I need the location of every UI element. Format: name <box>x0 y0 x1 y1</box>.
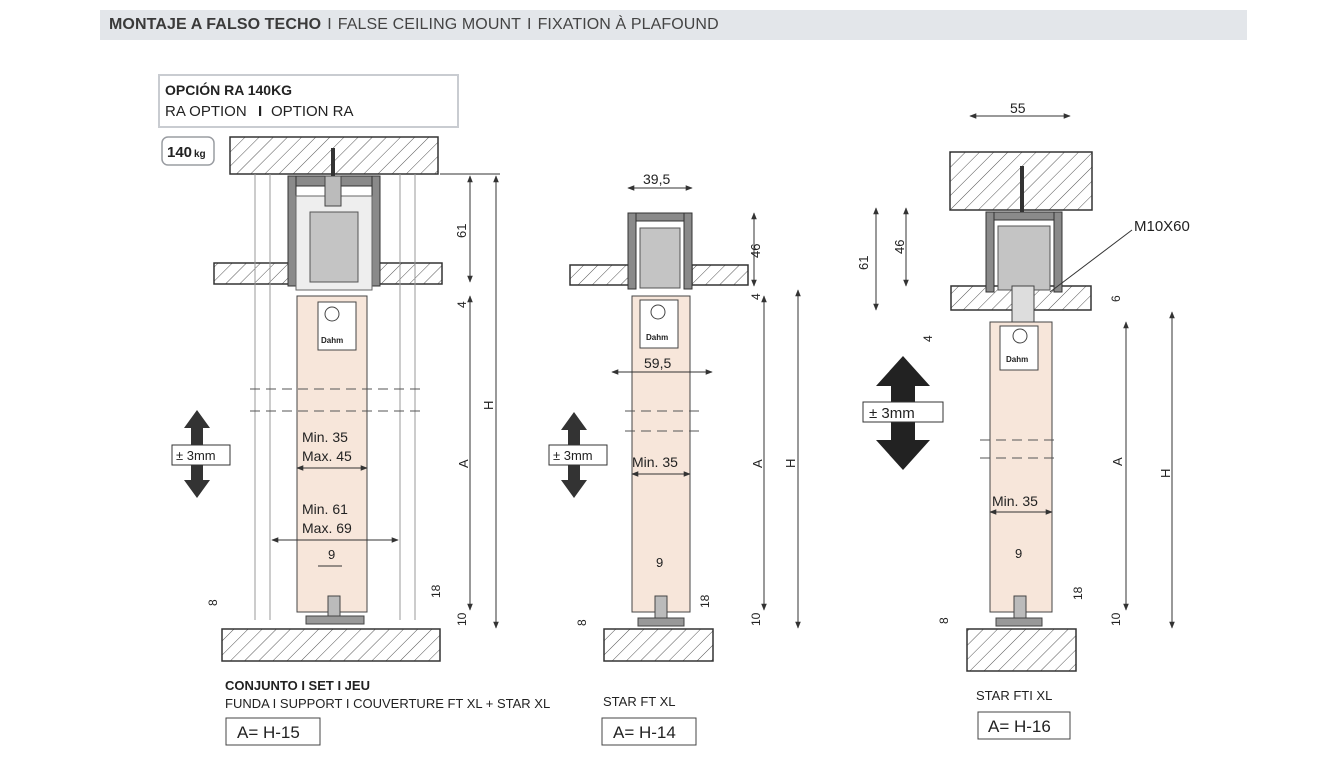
option-line1: OPCIÓN RA 140KG <box>165 81 292 98</box>
right-dim-h: H <box>1158 469 1173 478</box>
left-caption-sub: FUNDA I SUPPORT I COUVERTURE FT XL + STA… <box>225 696 550 711</box>
middle-dim-59: 59,5 <box>644 355 671 371</box>
left-dim-a: A <box>456 459 471 468</box>
right-dim-slot: 9 <box>1015 546 1022 561</box>
middle-dim-4: 4 <box>749 293 763 300</box>
right-dim-8: 8 <box>937 617 951 624</box>
right-dim-61: 61 <box>856 256 871 270</box>
left-assembly: Dahm 61 4 A H Min. 35 Max. 45 Min. 61 Ma… <box>171 136 550 746</box>
left-caption-title: CONJUNTO I SET I JEU <box>225 678 370 693</box>
right-caption: STAR FTI XL <box>976 688 1052 703</box>
weight-unit: kg <box>194 149 206 160</box>
middle-dim-slot: 9 <box>656 555 663 570</box>
right-dim-6: 6 <box>1109 295 1123 302</box>
middle-min: Min. 35 <box>632 454 678 470</box>
middle-dim-18: 18 <box>698 594 712 608</box>
right-dim-4: 4 <box>921 335 935 342</box>
right-dim-46: 46 <box>892 240 907 254</box>
title-separator: I <box>527 16 532 33</box>
left-dim-10: 10 <box>455 612 469 626</box>
left-max2: Max. 69 <box>302 520 352 536</box>
weight-badge: 140 kg <box>161 136 215 166</box>
left-dim-slot: 9 <box>328 547 335 562</box>
middle-brand-label: Dahm <box>646 333 668 342</box>
header-title: MONTAJE A FALSO TECHO I FALSE CEILING MOUN… <box>109 16 719 34</box>
middle-dim-h: H <box>783 459 798 468</box>
option-box: OPCIÓN RA 140KG RA OPTION I OPTION RA <box>158 74 459 128</box>
middle-dim-8: 8 <box>575 619 589 626</box>
middle-dim-a: A <box>750 459 765 468</box>
left-dim-h: H <box>481 401 496 410</box>
middle-formula: A= H-14 <box>613 723 676 742</box>
header-bar: MONTAJE A FALSO TECHO I FALSE CEILING MOUN… <box>100 10 1247 40</box>
title-separator: I <box>327 16 332 33</box>
right-min: Min. 35 <box>992 493 1038 509</box>
left-formula: A= H-15 <box>237 723 300 742</box>
right-adjust-label: ± 3mm <box>869 405 915 422</box>
left-dim-gap: 4 <box>455 301 469 308</box>
right-dim-a: A <box>1110 457 1125 466</box>
middle-dim-width: 39,5 <box>643 171 670 187</box>
title-en: FALSE CEILING MOUNT <box>337 16 522 33</box>
right-bolt-label: M10X60 <box>1134 218 1190 235</box>
left-max1: Max. 45 <box>302 448 352 464</box>
weight-value: 140 <box>167 144 192 161</box>
option-line2-fr: OPTION RA <box>271 103 354 120</box>
left-dim-18: 18 <box>429 584 443 598</box>
title-es: MONTAJE A FALSO TECHO <box>109 16 322 33</box>
middle-dim-10: 10 <box>749 612 763 626</box>
middle-assembly: Dahm 39,5 46 4 59,5 Min. 35 A H 9 18 10 … <box>548 171 801 746</box>
right-dim-55: 55 <box>1010 100 1026 116</box>
title-fr: FIXATION À PLAFOUND <box>537 16 719 33</box>
right-brand-label: Dahm <box>1006 355 1028 364</box>
left-adjust-label: ± 3mm <box>176 448 216 463</box>
middle-caption: STAR FT XL <box>603 694 675 709</box>
left-min2: Min. 61 <box>302 501 348 517</box>
left-dim-8: 8 <box>206 599 220 606</box>
right-formula: A= H-16 <box>988 717 1051 736</box>
right-assembly: Dahm 55 M10X60 61 46 6 4 Min. 35 A H 9 1… <box>856 100 1190 740</box>
option-line2-en: RA OPTION <box>165 103 247 120</box>
right-dim-10: 10 <box>1109 612 1123 626</box>
left-min1: Min. 35 <box>302 429 348 445</box>
right-dim-18: 18 <box>1071 586 1085 600</box>
left-dim-top: 61 <box>454 224 469 238</box>
option-line2-sep: I <box>258 103 262 120</box>
left-brand-label: Dahm <box>321 336 343 345</box>
middle-dim-46: 46 <box>748 244 763 258</box>
middle-adjust-label: ± 3mm <box>553 448 593 463</box>
